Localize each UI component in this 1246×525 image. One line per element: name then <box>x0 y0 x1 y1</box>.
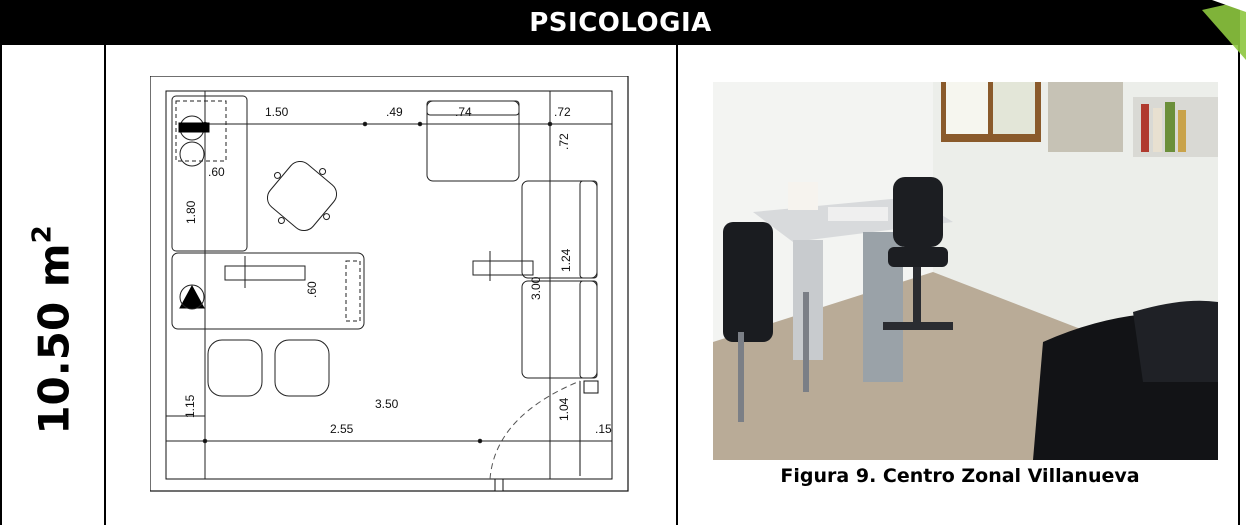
armchair-2 <box>274 339 330 397</box>
floor-plan: 1.50 .49 .74 .72 .72 .60 1.80 .60 1.24 3… <box>150 76 629 492</box>
dim-label: 1.15 <box>183 394 197 418</box>
sink-icon <box>178 122 210 133</box>
door-gap <box>494 478 504 492</box>
photo-caption: Figura 9. Centro Zonal Villanueva <box>780 465 1140 487</box>
section-header: PSICOLOGIA <box>2 2 1239 45</box>
office-photo-illustration <box>713 82 1218 460</box>
dim-label: .72 <box>554 105 571 119</box>
dim-label: .15 <box>595 422 612 436</box>
dim-label: .60 <box>208 165 225 179</box>
table-border-top <box>0 0 1240 2</box>
armchair-1 <box>207 339 263 397</box>
dim-label: 2.55 <box>330 422 354 436</box>
area-cell: 10.50 m2 <box>2 45 104 525</box>
cabinet <box>171 95 248 252</box>
section-title: PSICOLOGIA <box>529 8 712 38</box>
table-border-right <box>1238 0 1240 525</box>
dim-label: 3.50 <box>375 397 399 411</box>
dim-label: 3.00 <box>529 276 543 300</box>
dim-label: 1.50 <box>265 105 289 119</box>
sofa-top <box>426 100 520 182</box>
table-divider-2 <box>676 45 678 525</box>
table-divider-1 <box>104 45 106 525</box>
dim-label: .60 <box>305 281 319 298</box>
table-border-left <box>0 0 2 525</box>
desk <box>171 252 365 330</box>
dim-label: .72 <box>557 133 571 150</box>
inner-wall <box>165 90 613 480</box>
brand-logo <box>1192 0 1246 80</box>
dim-label: 1.04 <box>557 397 571 421</box>
door-hinge <box>583 380 599 394</box>
office-photo <box>713 82 1218 460</box>
dim-label: .49 <box>386 105 403 119</box>
warning-icon <box>179 284 205 309</box>
area-label: 10.50 m2 <box>27 225 79 435</box>
dim-label: .74 <box>455 105 472 119</box>
dim-label: 1.24 <box>559 248 573 272</box>
dim-label: 1.80 <box>184 200 198 224</box>
office-chair <box>266 160 338 232</box>
door-swing <box>489 380 581 480</box>
outer-wall <box>150 76 629 492</box>
